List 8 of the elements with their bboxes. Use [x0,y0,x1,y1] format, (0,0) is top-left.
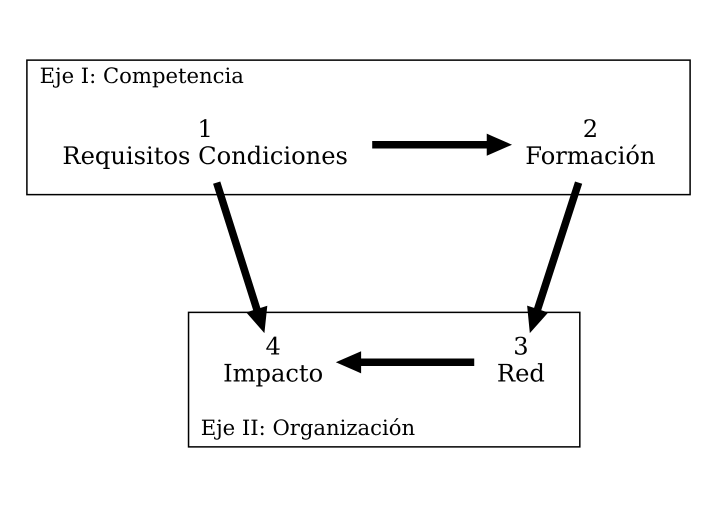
arrow [213,182,268,334]
node-text: 2 Formación [525,114,656,170]
node-text: 4 Impacto [223,332,324,388]
node-text: 3 Red [496,332,545,388]
arrow [336,351,474,374]
arrow [372,134,512,156]
node-text: 1 Requisitos Condiciones [62,114,348,170]
arrow [527,181,582,334]
